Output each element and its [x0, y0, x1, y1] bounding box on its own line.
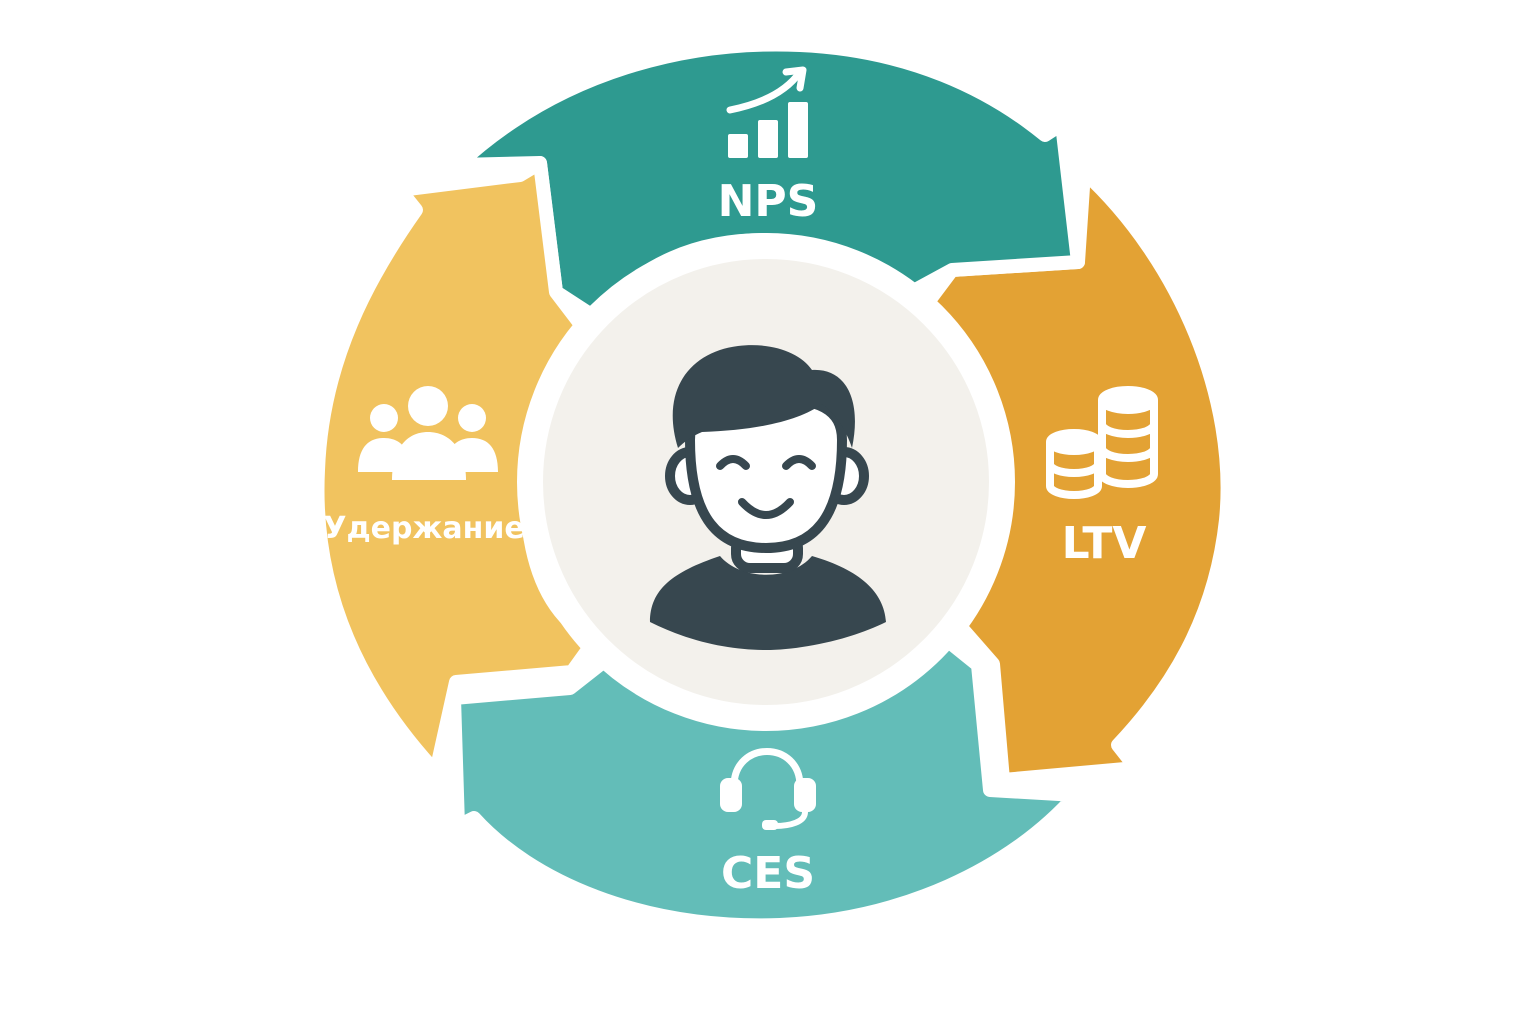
nps-label: NPS — [718, 176, 819, 227]
customer-avatar-icon — [650, 345, 886, 650]
users-group-icon — [358, 386, 498, 480]
coins-stack-icon — [1046, 386, 1158, 499]
bar-chart-trend-icon — [726, 66, 808, 158]
headset-icon — [720, 748, 816, 830]
retention-label: Удержание — [323, 511, 524, 546]
ces-label: CES — [721, 848, 815, 899]
ltv-label: LTV — [1062, 518, 1147, 569]
